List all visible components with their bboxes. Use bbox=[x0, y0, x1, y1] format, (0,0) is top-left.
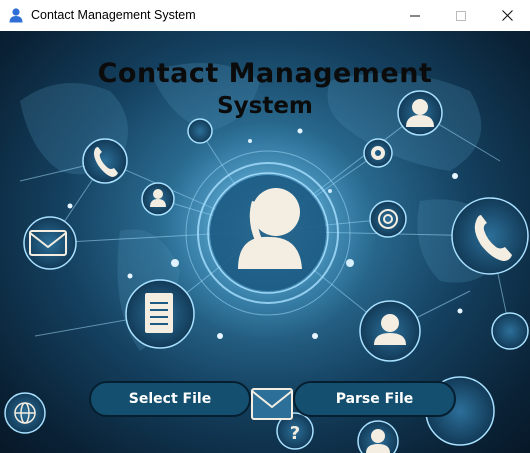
network-background: ? bbox=[4, 63, 529, 453]
title-bar[interactable]: Contact Management System bbox=[0, 0, 530, 31]
app-heading: Contact Management bbox=[97, 58, 433, 89]
close-button[interactable] bbox=[484, 0, 530, 31]
window-title: Contact Management System bbox=[31, 8, 196, 22]
app-subheading: System bbox=[217, 93, 313, 119]
user-node-icon bbox=[150, 99, 434, 453]
question-icon: ? bbox=[290, 423, 300, 444]
central-user-icon bbox=[238, 188, 302, 269]
globe-icon bbox=[14, 402, 36, 424]
gear-icon bbox=[371, 146, 385, 160]
mail-bottom-icon bbox=[251, 388, 293, 420]
minimize-icon bbox=[410, 15, 420, 16]
select-file-button[interactable]: Select File bbox=[89, 381, 251, 417]
close-icon bbox=[501, 10, 513, 21]
phone-icon-large bbox=[474, 215, 512, 261]
parse-file-button[interactable]: Parse File bbox=[293, 381, 456, 417]
maximize-icon bbox=[456, 10, 466, 21]
maximize-button[interactable] bbox=[438, 0, 484, 31]
document-icon bbox=[145, 293, 173, 333]
settings-icon bbox=[378, 209, 398, 229]
mail-icon bbox=[29, 230, 67, 256]
main-canvas: ? Contact Management System Select File … bbox=[0, 31, 530, 453]
minimize-button[interactable] bbox=[392, 0, 438, 31]
phone-icon bbox=[94, 147, 118, 177]
user-icon bbox=[9, 8, 23, 23]
